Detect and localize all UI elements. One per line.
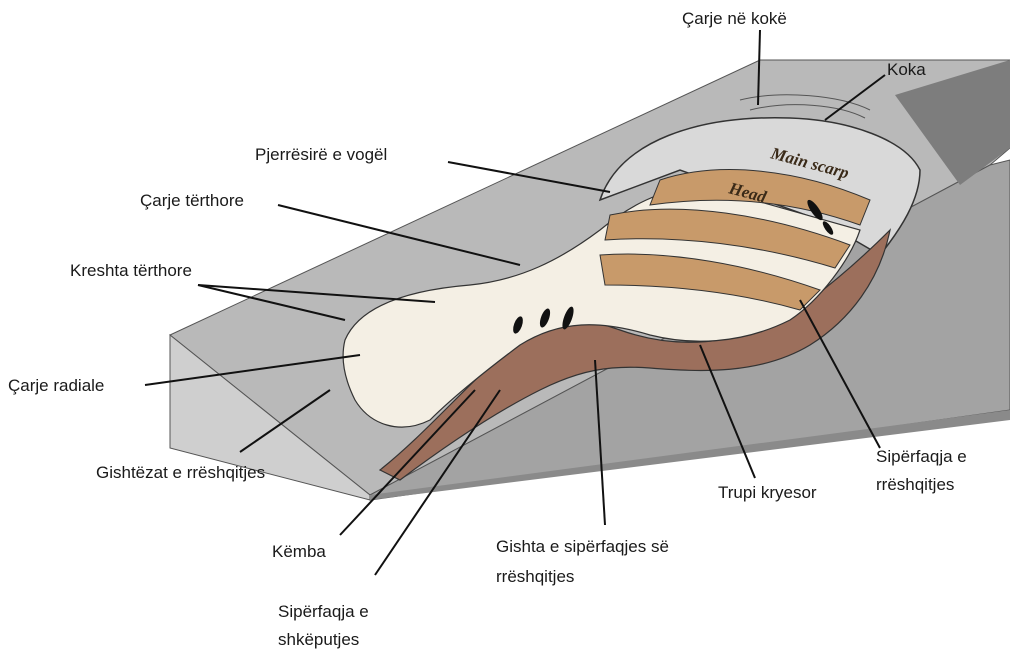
- label-crown: Koka: [887, 60, 926, 79]
- label-transverse-ridges: Kreshta tërthore: [70, 261, 192, 280]
- label-radial-cracks: Çarje radiale: [8, 376, 104, 395]
- label-toe-of-rupture-1: Gishta e sipërfaqjes së: [496, 537, 669, 556]
- label-surface-of-separation-2: shkëputjes: [278, 630, 359, 649]
- label-surface-of-rupture-2: rrëshqitjes: [876, 475, 954, 494]
- label-main-body: Trupi kryesor: [718, 483, 817, 502]
- label-minor-scarp: Pjerrësirë e vogël: [255, 145, 387, 164]
- label-surface-of-rupture-1: Sipërfaqja e: [876, 447, 967, 466]
- label-toe-of-rupture-2: rrëshqitjes: [496, 567, 574, 586]
- label-transverse-cracks: Çarje tërthore: [140, 191, 244, 210]
- label-surface-of-separation-1: Sipërfaqja e: [278, 602, 369, 621]
- label-foot: Këmba: [272, 542, 326, 561]
- label-head-crack: Çarje në kokë: [682, 9, 787, 28]
- label-toe: Gishtëzat e rrëshqitjes: [96, 463, 265, 482]
